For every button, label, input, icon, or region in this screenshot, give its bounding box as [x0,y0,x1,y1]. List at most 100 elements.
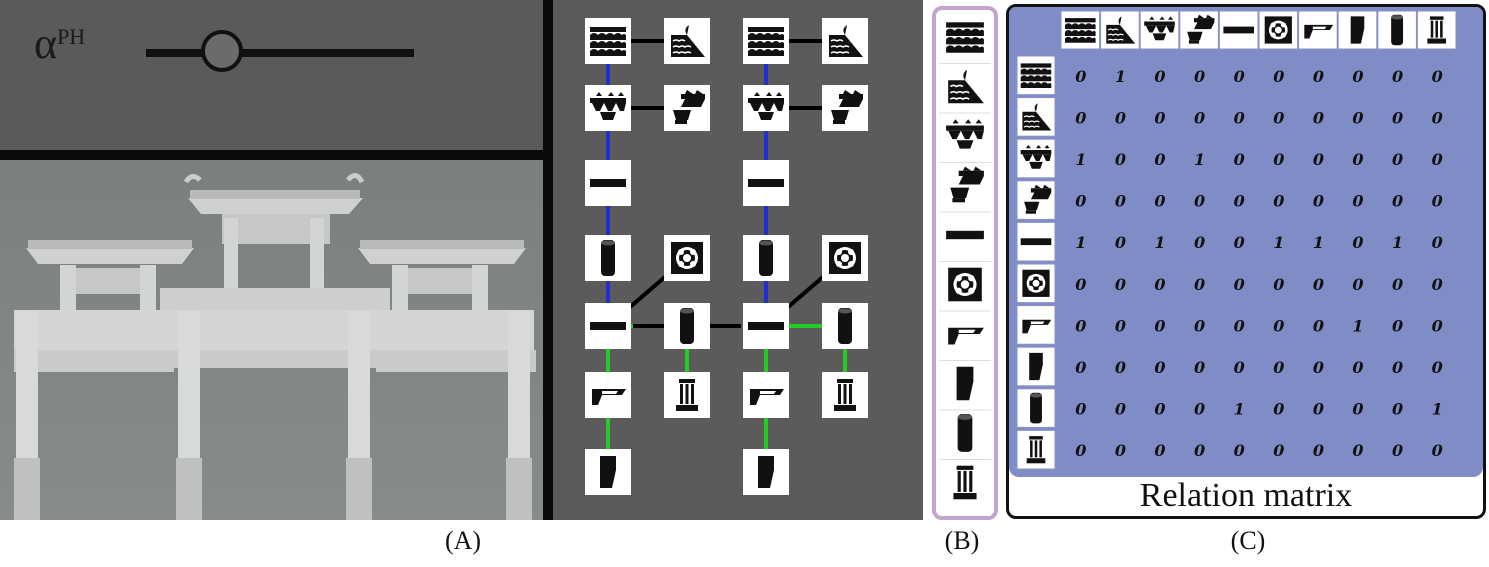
matrix-cell: 0 [1432,192,1443,211]
relation-matrix: 0 1 0 0 0 0 0 0 0 0 0 0 0 0 0 0 0 0 0 0 1 0 0 1 0 0 0 0 0 0 0 0 0 0 0 0 0 0 0 0… [1009,7,1483,477]
matrix-cell: 0 [1432,358,1443,377]
bracket-set-icon [946,119,984,149]
matrix-cell: 0 [1194,316,1205,335]
eave-bracket-icon [743,372,789,418]
beam-icon [1020,238,1052,246]
matrix-cell: 0 [1115,108,1126,127]
matrix-cell: 0 [1115,316,1126,335]
matrix-cell: 0 [1432,233,1443,252]
matrix-cell: 0 [1154,108,1165,127]
column-base-icon [664,372,710,418]
matrix-cell: 0 [1313,316,1324,335]
matrix-cell: 0 [1154,150,1165,169]
wave-roof-icon [946,22,984,53]
matrix-cell: 0 [1313,441,1324,460]
matrix-cell: 0 [1115,192,1126,211]
matrix-cell: 0 [1194,233,1205,252]
matrix-cell: 1 [1273,233,1284,252]
component-list-icons [939,22,991,500]
matrix-cell: 0 [1313,275,1324,294]
slider-track[interactable] [146,49,414,57]
matrix-cell: 0 [1154,192,1165,211]
matrix-cell: 0 [1075,358,1086,377]
column-base-icon [953,465,977,500]
column-icon [822,303,868,349]
matrix-cell: 1 [1392,233,1403,252]
matrix-cell: 0 [1392,358,1403,377]
relation-matrix-panel: 0 1 0 0 0 0 0 0 0 0 0 0 0 0 0 0 0 0 0 0 1 0 0 1 0 0 0 0 0 0 0 0 0 0 0 0 0 0 0 0… [1006,4,1486,519]
lattice-panel-icon [1264,16,1292,44]
column-icon [585,235,631,281]
matrix-cell: 0 [1234,150,1245,169]
bracket-set-icon [585,85,631,131]
matrix-cell: 0 [1075,316,1086,335]
wave-roof-icon [743,18,789,64]
component-list [932,6,998,520]
slider-panel [0,0,543,150]
matrix-cell: 1 [1432,400,1443,419]
matrix-cell: 0 [1194,400,1205,419]
matrix-cell: 0 [1075,275,1086,294]
matrix-cell: 0 [1194,358,1205,377]
beam-icon [743,160,789,206]
matrix-cell: 0 [1432,108,1443,127]
matrix-cell: 0 [1352,400,1363,419]
matrix-cell: 0 [1392,108,1403,127]
matrix-cell: 0 [1154,275,1165,294]
matrix-cell: 0 [1234,358,1245,377]
matrix-cell: 0 [1392,192,1403,211]
matrix-col-header [1060,10,1101,50]
beam-icon [743,303,789,349]
matrix-cell: 0 [1075,400,1086,419]
relation-matrix-grid: 0 1 0 0 0 0 0 0 0 0 0 0 0 0 0 0 0 0 0 0 1 0 0 1 0 0 0 0 0 0 0 0 0 0 0 0 0 0 0 0… [1016,10,1457,470]
matrix-cell: 0 [1273,108,1284,127]
matrix-cell: 1 [1075,150,1086,169]
matrix-cell: 0 [1115,150,1126,169]
column-cap-icon [585,449,631,495]
curled-roof-icon [947,68,985,105]
matrix-cell: 0 [1392,67,1403,86]
matrix-cell: 0 [1352,150,1363,169]
paifang-render [0,160,543,520]
matrix-cell: 0 [1273,400,1284,419]
column-icon [957,414,973,452]
panel-divider-horizontal [0,150,543,160]
curled-roof-icon [664,18,710,64]
matrix-cell: 0 [1313,358,1324,377]
matrix-cell: 0 [1234,275,1245,294]
matrix-cell: 0 [1234,233,1245,252]
curled-roof-icon [822,18,868,64]
column-icon [1030,392,1042,424]
matrix-cell: 1 [1194,150,1205,169]
matrix-cell: 0 [1352,275,1363,294]
matrix-cell: 0 [1432,316,1443,335]
column-icon [664,303,710,349]
column-base-icon [822,372,868,418]
center-roof [183,173,365,298]
matrix-cell: 0 [1075,441,1086,460]
matrix-cell: 0 [1432,441,1443,460]
eave-bracket-icon [948,327,984,345]
matrix-cell: 0 [1313,67,1324,86]
matrix-cell: 0 [1075,108,1086,127]
matrix-cell: 0 [1234,67,1245,86]
matrix-cell: 0 [1154,316,1165,335]
matrix-cell: 0 [1313,150,1324,169]
bracket-set-side-icon [822,85,868,131]
matrix-cell: 0 [1115,358,1126,377]
matrix-cell: 1 [1075,233,1086,252]
matrix-cell: 0 [1273,316,1284,335]
matrix-cell: 0 [1273,441,1284,460]
caption-b: (B) [944,526,980,555]
matrix-cell: 0 [1234,192,1245,211]
structure-graph [553,0,923,520]
wave-roof-icon [585,18,631,64]
beam-icon [585,303,631,349]
matrix-cell: 0 [1075,192,1086,211]
left-roof [26,240,194,313]
slider-handle[interactable] [201,30,243,72]
matrix-cell: 0 [1352,441,1363,460]
matrix-cell: 0 [1273,67,1284,86]
bracket-set-side-icon [950,166,984,203]
relation-matrix-title: Relation matrix [1139,477,1353,514]
